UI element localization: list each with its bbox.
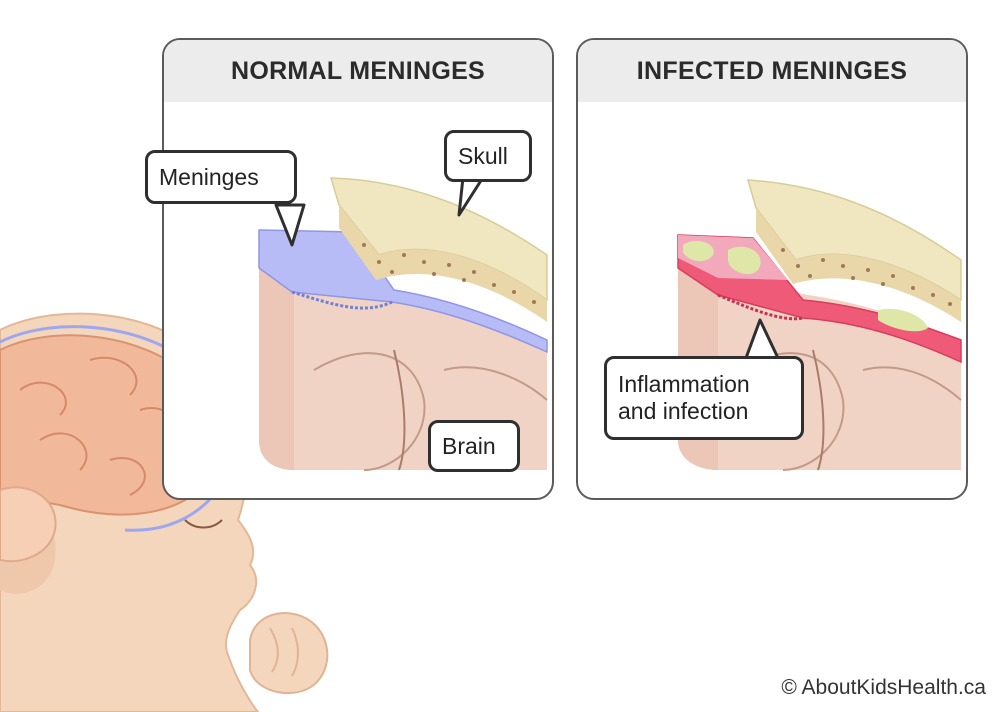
inflammation-line-2: and infection bbox=[618, 398, 749, 424]
meninges-callout: Meninges bbox=[145, 150, 297, 204]
brain-callout: Brain bbox=[428, 420, 520, 472]
normal-panel-header: NORMAL MENINGES bbox=[164, 40, 552, 102]
infected-panel-header: INFECTED MENINGES bbox=[578, 40, 966, 102]
normal-panel-title: NORMAL MENINGES bbox=[230, 56, 486, 85]
inflammation-line-1: Inflammation bbox=[618, 371, 750, 397]
normal-cross-section bbox=[258, 166, 548, 471]
normal-meninges-panel: NORMAL MENINGES bbox=[162, 38, 554, 500]
copyright-text: © AboutKidsHealth.ca bbox=[781, 676, 986, 699]
inflammation-callout: Inflammation and infection bbox=[604, 356, 804, 440]
baby-fist bbox=[249, 612, 329, 695]
infected-panel-title: INFECTED MENINGES bbox=[636, 56, 908, 85]
skull-callout: Skull bbox=[444, 130, 532, 182]
